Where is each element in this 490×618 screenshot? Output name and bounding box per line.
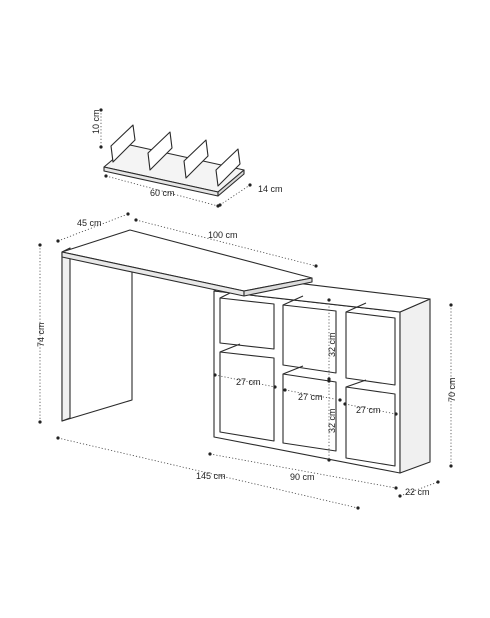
label-cell-width-middle: 27 cm	[298, 392, 323, 402]
label-cell-height-lower: 32 cm	[327, 408, 337, 433]
label-desk-depth: 45 cm	[77, 218, 102, 228]
label-desk-height: 74 cm	[36, 322, 46, 347]
label-desk-top-width: 100 cm	[208, 230, 238, 240]
label-cabinet-width: 90 cm	[290, 472, 315, 482]
label-cell-width-right: 27 cm	[356, 405, 381, 415]
wall-shelf	[103, 124, 245, 197]
label-shelf-height: 10 cm	[91, 109, 101, 134]
label-shelf-width: 60 cm	[150, 188, 175, 198]
label-cabinet-depth: 22 cm	[405, 487, 430, 497]
dimension-lines	[38, 108, 453, 510]
dimension-labels: 10 cm 60 cm 14 cm 45 cm 100 cm 74 cm 70 …	[36, 109, 457, 497]
cabinet	[213, 276, 431, 474]
label-total-width: 145 cm	[196, 471, 226, 481]
desk-top	[61, 229, 313, 297]
label-cell-width-left: 27 cm	[236, 377, 261, 387]
label-shelf-depth: 14 cm	[258, 184, 283, 194]
desk-side-panel	[61, 247, 133, 422]
label-cabinet-height: 70 cm	[447, 377, 457, 402]
label-cell-height-upper: 32 cm	[327, 332, 337, 357]
